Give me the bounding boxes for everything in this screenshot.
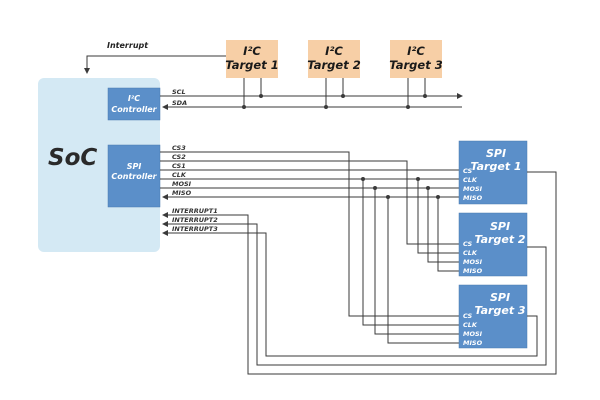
svg-text:MISO: MISO (463, 339, 483, 347)
i2c-controller-line2: Controller (111, 105, 157, 114)
interrupt2-label: INTERRUPT2 (172, 216, 218, 224)
svg-text:MOSI: MOSI (463, 330, 483, 338)
cs2-label: CS2 (172, 153, 186, 161)
interrupt2-line (162, 221, 547, 366)
spi-target-3: SPI Target 3 CS CLK MOSI MISO (458, 284, 528, 349)
scl-label: SCL (172, 88, 186, 96)
svg-text:I²C: I²C (407, 44, 425, 58)
svg-text:MISO: MISO (463, 267, 483, 275)
cs3-line (160, 151, 459, 317)
miso-label: MISO (172, 189, 192, 197)
interrupt3-line (162, 230, 538, 357)
cs2-line (160, 160, 459, 245)
soc-label: SoC (48, 145, 97, 171)
spi-controller-line1: SPI (127, 162, 142, 171)
svg-text:Target 2: Target 2 (307, 58, 360, 72)
svg-text:Target 1: Target 1 (225, 58, 278, 72)
svg-text:Target 3: Target 3 (389, 58, 442, 72)
spi-controller (107, 144, 161, 208)
spi-controller-line2: Controller (111, 172, 157, 181)
spi-target-2: SPI Target 2 CS CLK MOSI MISO (458, 212, 528, 277)
svg-text:I²C: I²C (325, 44, 343, 58)
svg-text:I²C: I²C (243, 44, 261, 58)
mosi-label: MOSI (172, 180, 192, 188)
svg-text:CLK: CLK (463, 321, 478, 329)
svg-text:Target 3: Target 3 (474, 304, 525, 317)
interrupt-line (84, 55, 227, 74)
svg-text:CS: CS (463, 312, 473, 320)
soc-block (38, 78, 160, 252)
i2c-drops (242, 78, 427, 109)
svg-text:CS: CS (463, 167, 473, 175)
sda-label: SDA (172, 99, 187, 107)
svg-text:SPI: SPI (490, 220, 510, 233)
spi-branches (361, 177, 459, 344)
i2c-target-3: I²C Target 3 (389, 40, 443, 78)
spi-target-1: SPI Target 1 CS CLK MOSI MISO (458, 140, 528, 205)
interrupt1-line (162, 171, 557, 375)
svg-text:SPI: SPI (486, 147, 506, 160)
i2c-target-2: I²C Target 2 (307, 40, 361, 78)
svg-text:MOSI: MOSI (463, 185, 483, 193)
i2c-controller-line1: I²C (128, 94, 140, 103)
interrupt3-label: INTERRUPT3 (172, 225, 218, 233)
clk-label: CLK (172, 171, 187, 179)
svg-text:SPI: SPI (490, 291, 510, 304)
svg-text:MISO: MISO (463, 194, 483, 202)
cs1-label: CS1 (172, 162, 186, 170)
i2c-controller (107, 87, 161, 121)
interrupt1-label: INTERRUPT1 (172, 207, 218, 215)
svg-text:Target 2: Target 2 (474, 233, 525, 246)
i2c-target-1: I²C Target 1 (225, 40, 279, 78)
svg-text:MOSI: MOSI (463, 258, 483, 266)
cs3-label: CS3 (172, 144, 186, 152)
svg-text:CLK: CLK (463, 176, 478, 184)
svg-text:CLK: CLK (463, 249, 478, 257)
interrupt-label: Interrupt (107, 41, 149, 50)
svg-text:CS: CS (463, 240, 473, 248)
svg-text:Target 1: Target 1 (470, 160, 521, 173)
